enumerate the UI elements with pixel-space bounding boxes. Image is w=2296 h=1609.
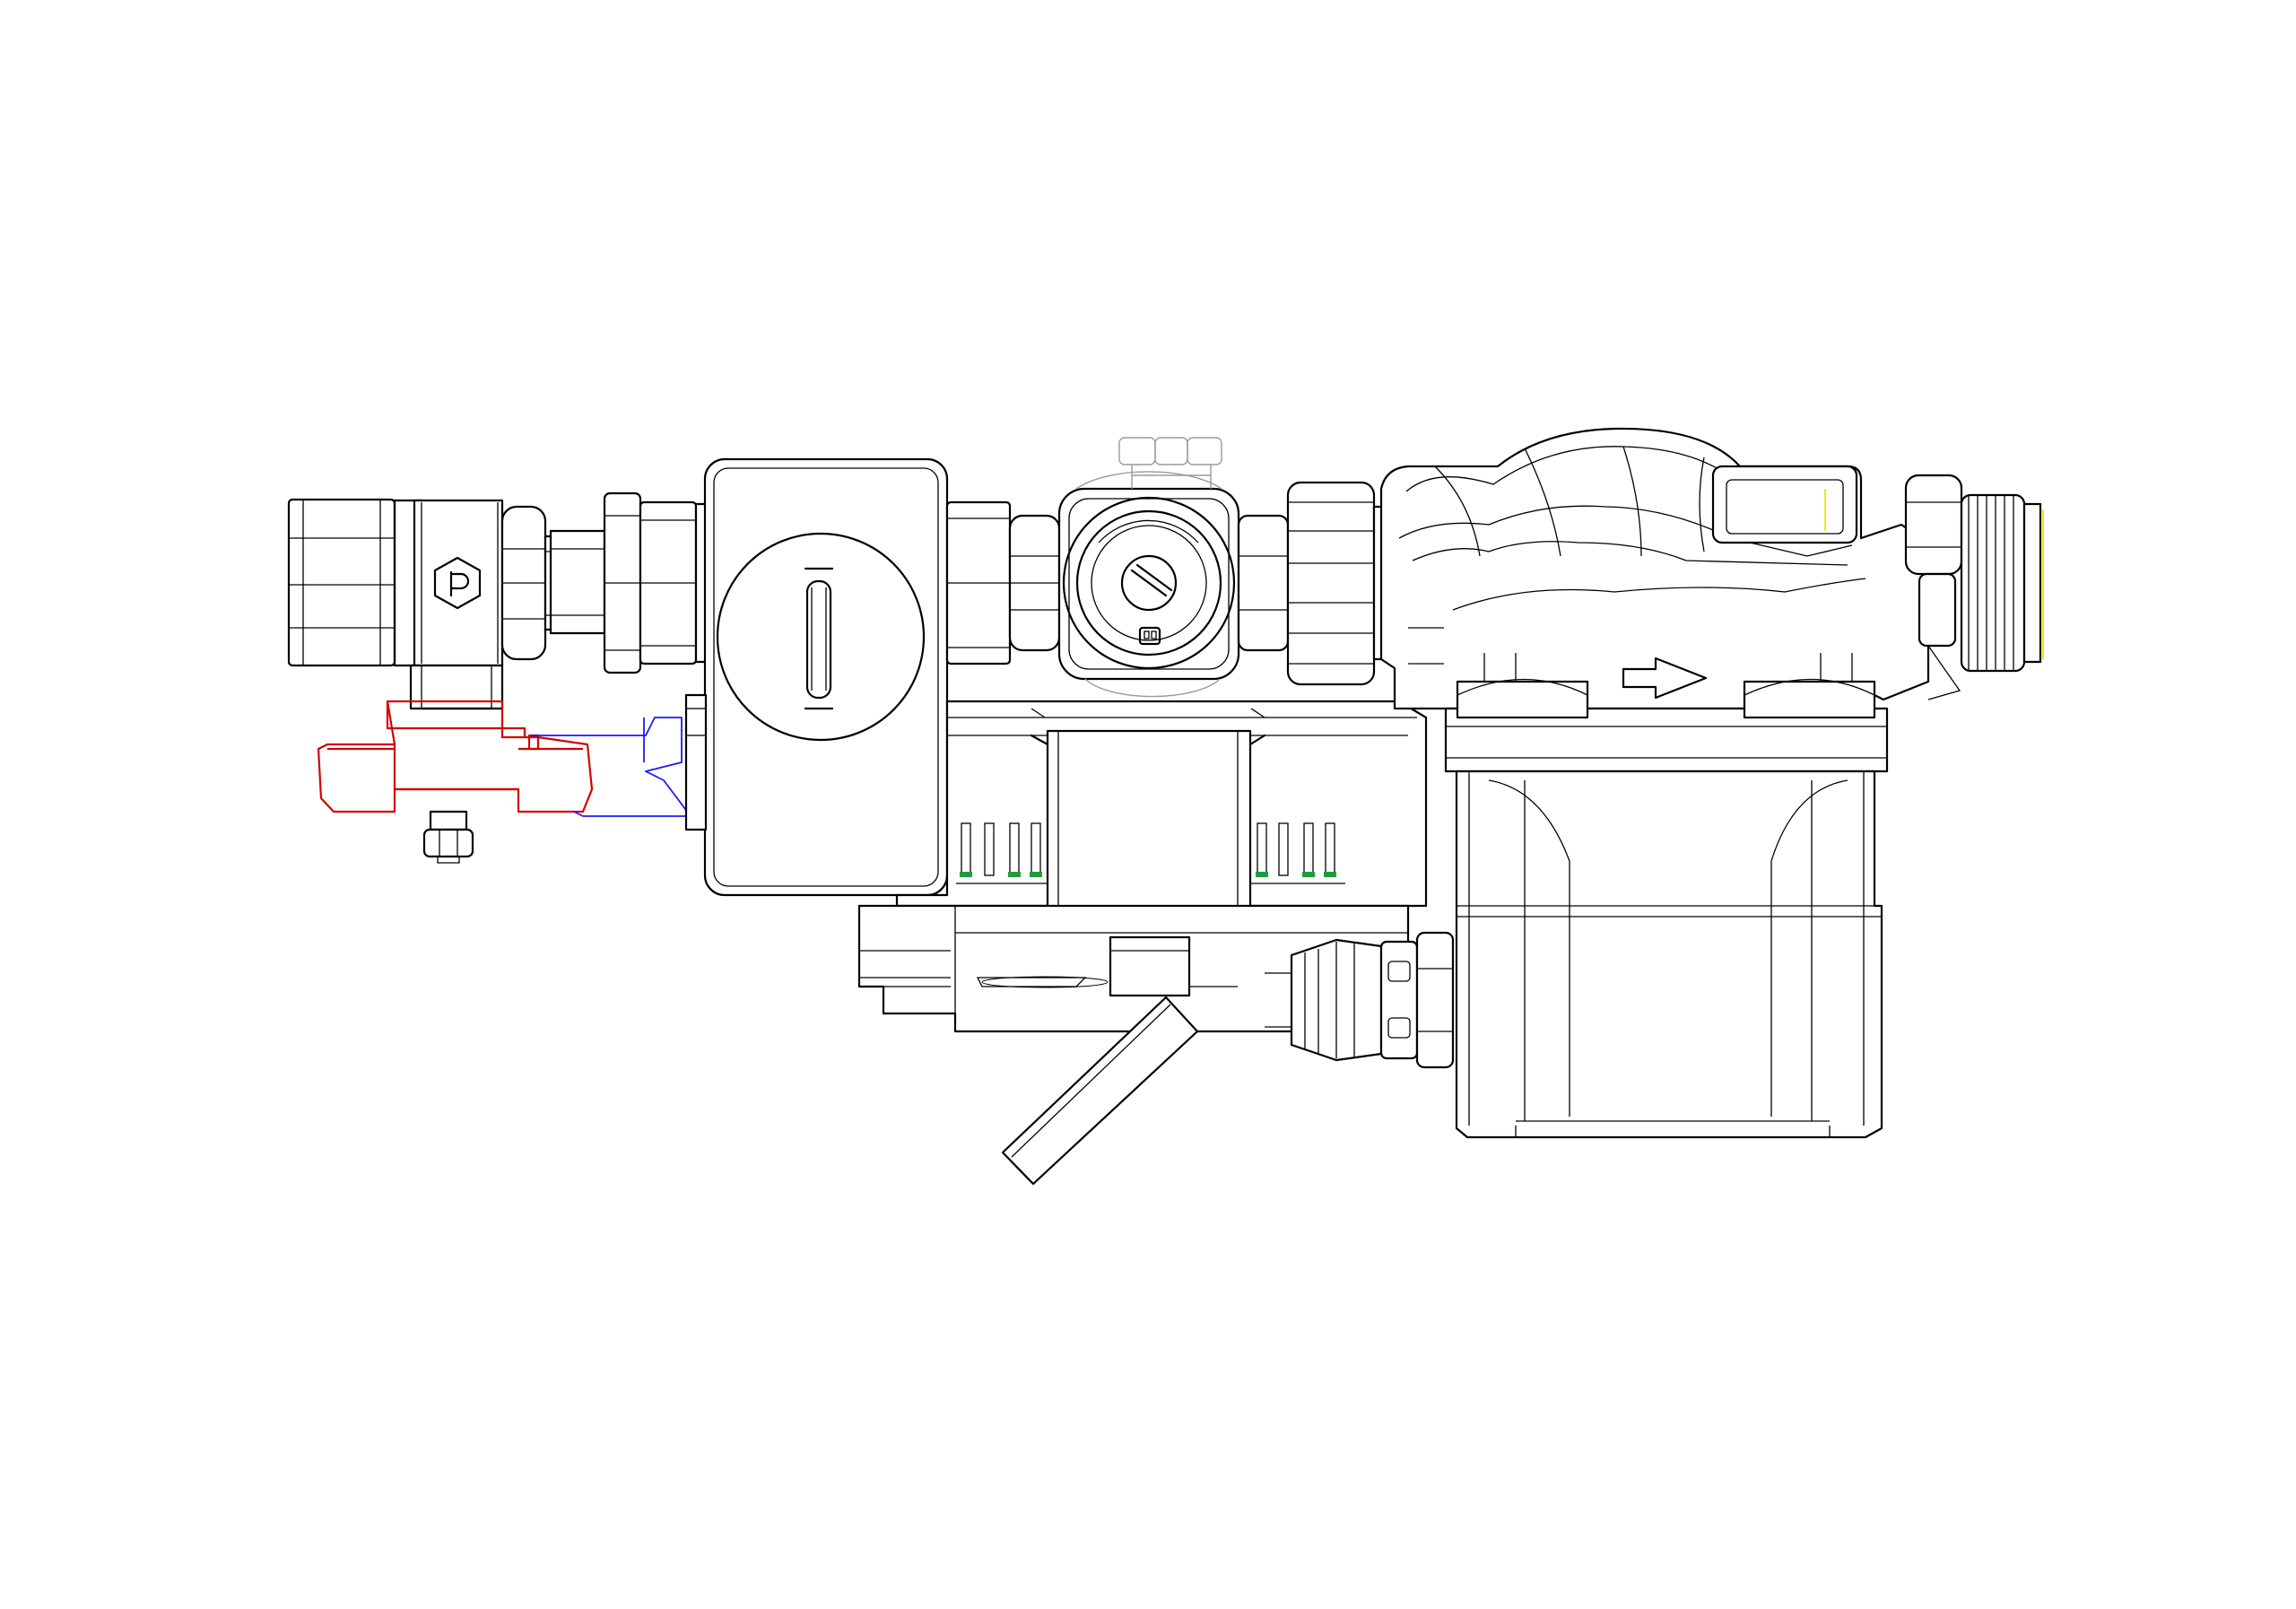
inlet-coupling (549, 491, 719, 674)
valve-top-cap (1075, 437, 1222, 490)
pcb-pins (956, 822, 1345, 884)
flow-direction-arrow-icon (1622, 657, 1708, 700)
brand-hexagon-icon (433, 556, 482, 610)
blue-linkage (531, 717, 691, 817)
pump-motor-housing (1455, 770, 1883, 1139)
pump-body-flange (1444, 653, 1889, 773)
cable-sensor-fitting (1265, 931, 1455, 1069)
inlet-nut (287, 498, 423, 667)
center-coupling (945, 500, 1061, 665)
pump-back-bracket (1711, 465, 1858, 544)
lever-nut (422, 810, 474, 864)
power-cable (1001, 996, 1199, 1186)
connector-housing (1030, 729, 1266, 939)
filter-cartridge-housing (703, 457, 949, 897)
cartridge-bracket (684, 693, 708, 831)
cable-gland (1109, 935, 1191, 997)
outlet-right-bracket (1927, 645, 1961, 700)
mixing-valve-body (1057, 487, 1240, 681)
red-lever-handle (317, 700, 594, 813)
outlet-threaded-fitting (1904, 474, 2044, 673)
valve-bottom-arc (1084, 678, 1221, 698)
